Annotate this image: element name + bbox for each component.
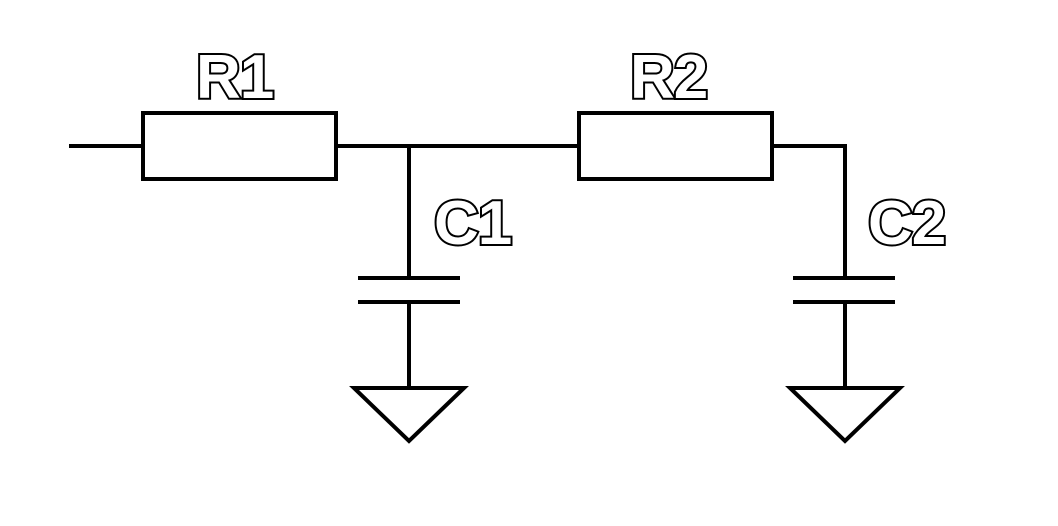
capacitor-c2-label: C2 [868, 189, 945, 258]
resistor-r1: R1 [141, 41, 338, 181]
capacitor-c2: C2 [793, 187, 948, 304]
resistor-r1-label: R1 [196, 43, 273, 112]
resistor-r2: R2 [577, 41, 774, 181]
ground-1-icon [349, 386, 469, 444]
ground-2-icon [785, 386, 905, 444]
capacitor-c1-label: C1 [434, 189, 511, 258]
capacitor-c1: C1 [358, 187, 514, 304]
resistor-r2-body [577, 111, 774, 181]
wire-r2-to-c2 [772, 144, 847, 278]
resistor-r2-label: R2 [630, 43, 707, 112]
resistor-r1-body [141, 111, 338, 181]
